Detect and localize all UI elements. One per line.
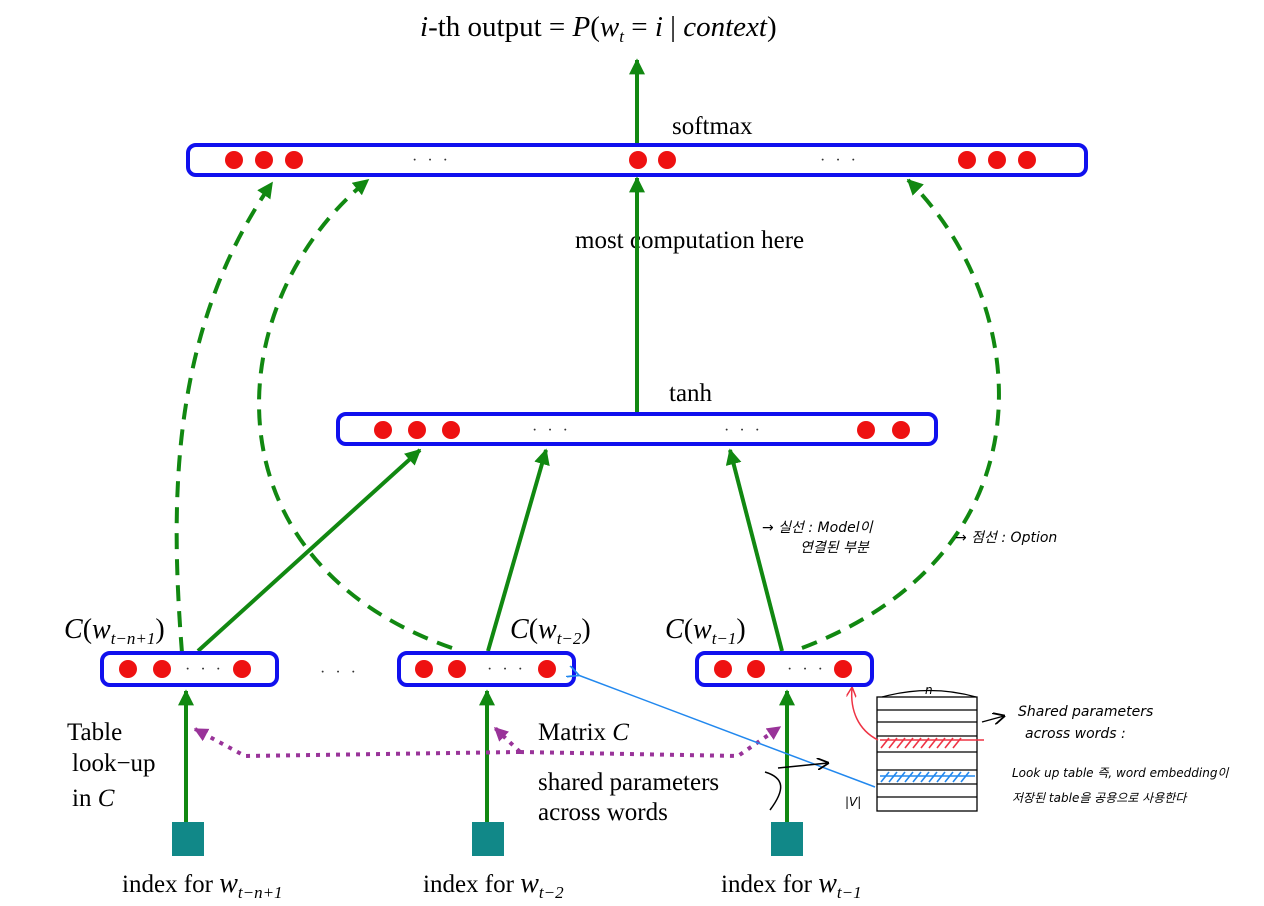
embedding-layer-1: · · · [100,651,279,687]
tanh-ellipsis: · · · [532,422,571,439]
output-title: i-th output = P(wt = i | context) [420,11,777,46]
svg-text:C(wt−2): C(wt−2) [510,614,591,648]
table-lookup-label-1: Table [67,719,122,746]
neuron [374,421,392,439]
table-row-to-embedding-arrow [852,688,879,741]
softmax-label: softmax [672,113,753,140]
embedding-label-3: C(wt−1) [665,614,746,648]
between-embeddings-ellipsis: · · · [320,664,359,681]
neuron [714,660,732,678]
embedding-label-2: C(wt−2) [510,614,591,648]
embedding-to-tanh-arrow-1 [196,448,422,653]
shared-params-pointer-arrow [777,763,828,768]
neuron [857,421,875,439]
neuron [747,660,765,678]
neuron [629,151,647,169]
skip-connection-1 [174,181,274,654]
shared-parameters-label: shared parameters [538,769,719,796]
neuron [285,151,303,169]
neuron [988,151,1006,169]
shared-parameters-link-2 [493,726,522,754]
embedding-label-1: C(wt−n+1) [64,614,165,648]
shared-params-brace [764,771,782,811]
neuron [1018,151,1036,169]
neuron [119,660,137,678]
neuron [255,151,273,169]
embedding-layer-3: · · · [695,651,874,687]
table-lookup-label-2: look−up [72,750,156,777]
neuron [892,421,910,439]
skip-connection-3 [801,178,1001,650]
index-label-2: index for wt−2 [423,868,564,902]
neuron [448,660,466,678]
svg-text:C(wt−n+1): C(wt−n+1) [64,614,165,648]
neuron [153,660,171,678]
index-box-1 [172,822,204,856]
neuron [658,151,676,169]
svg-text:n: n [925,683,933,697]
embedding-to-tanh-arrow-3 [725,448,784,652]
across-words-label: across words [538,799,668,826]
neuron [442,421,460,439]
annotation-solid-line: → 실선 : Model이 [762,520,874,536]
softmax-ellipsis: · · · [820,152,859,169]
shared-parameters-link-3 [519,725,782,759]
neuron [225,151,243,169]
lookup-note-1: Look up table 즉, word embedding이 [1012,766,1229,780]
neuron [415,660,433,678]
svg-text:|V|: |V| [845,795,861,809]
shared-parameters-note-2: across words : [1025,726,1126,742]
table-lookup-label-3: in C [72,785,115,812]
softmax-neurons [225,151,1036,169]
shared-parameters-note-1: Shared parameters [1018,704,1153,720]
computation-label: most computation here [575,227,804,254]
embedding-ellipsis: · · · [487,661,526,678]
shared-note-arrow [981,716,1004,722]
annotation-dashed-line: → 점선 : Option [955,530,1057,546]
annotation-solid-line-2: 연결된 부분 [800,540,870,556]
index-box-2 [472,822,504,856]
tanh-layer [336,412,938,446]
svg-text:C(wt−1): C(wt−1) [665,614,746,648]
embedding-layer-2: · · · [397,651,576,687]
tanh-label: tanh [669,380,713,407]
lookup-note-2: 저장된 table을 공용으로 사용한다 [1012,791,1188,805]
neuron [408,421,426,439]
neuron [958,151,976,169]
lookup-table-sketch: n |V| [845,683,984,812]
neuron [538,660,556,678]
tanh-neurons [374,421,910,439]
embedding-ellipsis: · · · [185,661,224,678]
shared-parameters-link-1 [193,727,521,759]
neuron [834,660,852,678]
neuron [233,660,251,678]
index-label-1: index for wt−n+1 [122,868,283,902]
matrix-c-label: Matrix C [538,719,629,746]
softmax-ellipsis: · · · [412,152,451,169]
index-label-3: index for wt−1 [721,868,862,902]
embedding-ellipsis: · · · [787,661,826,678]
index-box-3 [771,822,803,856]
embedding-to-tanh-arrow-2 [486,448,550,652]
tanh-ellipsis: · · · [724,422,763,439]
